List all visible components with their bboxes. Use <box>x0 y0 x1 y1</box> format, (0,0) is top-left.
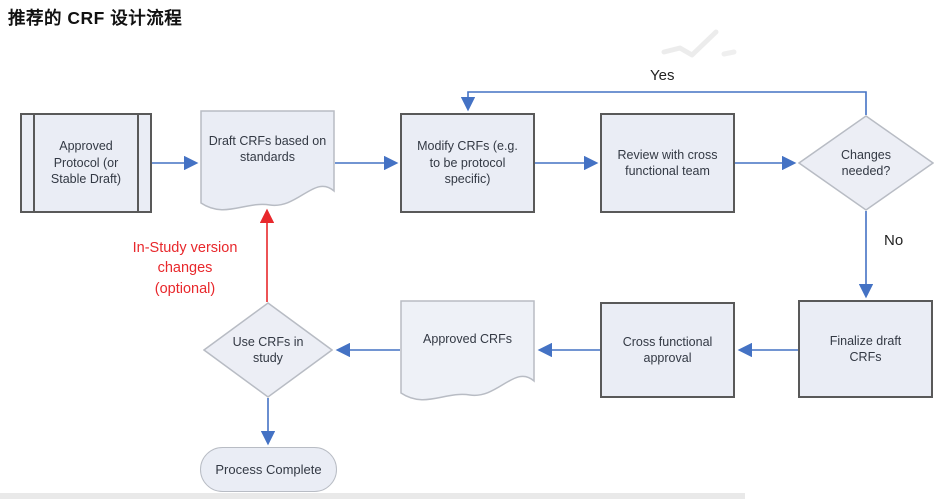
predefined-process-bar <box>33 115 35 211</box>
node-approved-protocol: Approved Protocol (or Stable Draft) <box>20 113 152 213</box>
node-label: Approved Protocol (or Stable Draft) <box>50 139 122 187</box>
node-label: Use CRFs in study <box>232 334 304 366</box>
annotation-line: (optional) <box>154 280 216 297</box>
annotation-line: changes <box>157 260 213 277</box>
decision-diamond-shape <box>798 115 934 211</box>
node-cross-approval: Cross functional approval <box>600 302 735 398</box>
edge-label-no: No <box>884 232 904 249</box>
node-changes-needed: Changes needed? <box>798 115 934 211</box>
document-shape <box>200 110 335 211</box>
node-process-complete: Process Complete <box>200 447 337 492</box>
node-finalize-crfs: Finalize draft CRFs <box>798 300 933 398</box>
check-mark-watermark-icon <box>661 29 737 58</box>
decision-diamond-shape <box>203 302 333 398</box>
node-label: Finalize draft CRFs <box>829 333 902 365</box>
node-label: Review with cross functional team <box>617 147 718 179</box>
node-label: Process Complete <box>215 461 322 477</box>
node-approved-crfs: Approved CRFs <box>400 300 535 406</box>
node-label: Modify CRFs (e.g. to be protocol specifi… <box>417 139 518 187</box>
node-label: Cross functional approval <box>622 334 713 366</box>
node-label: Draft CRFs based on standards <box>208 133 327 165</box>
bottom-edge-strip <box>0 493 745 499</box>
annotation-line: In-Study version <box>132 240 238 256</box>
node-use-crfs: Use CRFs in study <box>203 302 333 398</box>
predefined-process-bar <box>137 115 139 211</box>
node-label: Approved CRFs <box>423 331 512 346</box>
node-draft-crfs: Draft CRFs based on standards <box>200 110 335 216</box>
annotation-in-study-changes: In-Study version changes (optional) <box>103 238 267 299</box>
document-shape <box>400 300 535 401</box>
edge-label-yes: Yes <box>650 67 675 84</box>
node-label: Changes needed? <box>840 147 892 179</box>
node-review-team: Review with cross functional team <box>600 113 735 213</box>
arrow-yes-loop <box>460 91 867 115</box>
page-title: 推荐的 CRF 设计流程 <box>8 8 183 28</box>
node-modify-crfs: Modify CRFs (e.g. to be protocol specifi… <box>400 113 535 213</box>
